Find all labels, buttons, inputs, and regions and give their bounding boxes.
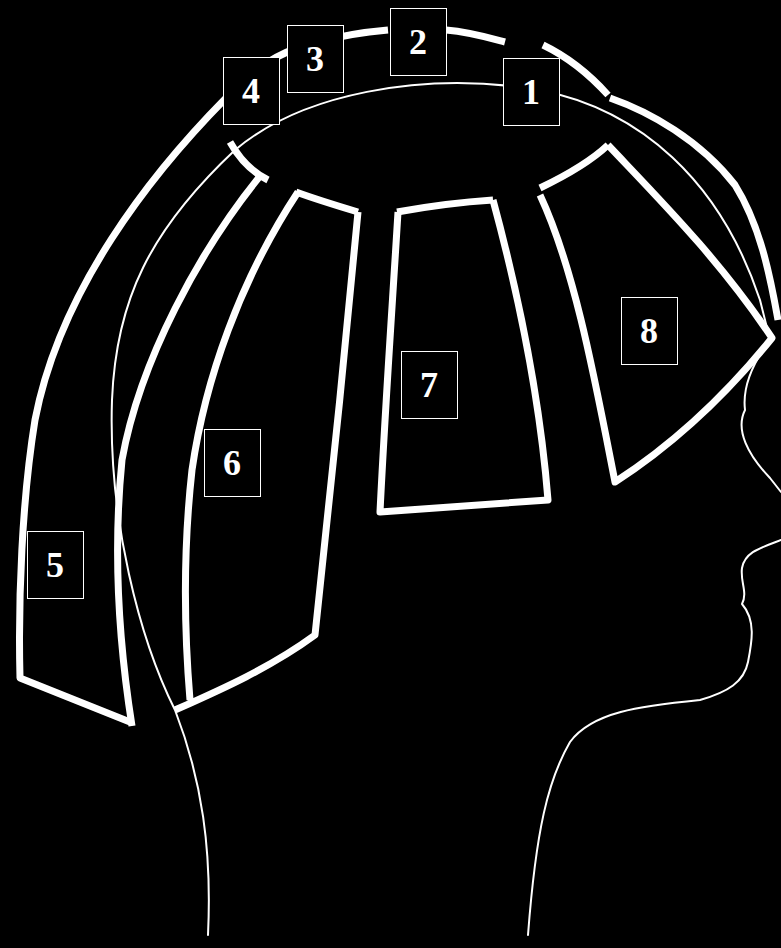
callout-number: 4	[242, 73, 260, 109]
callout-box: 6	[204, 429, 261, 497]
crown-band-inner	[230, 142, 268, 180]
band-8	[540, 145, 772, 482]
callout-number: 3	[306, 41, 324, 77]
callout-box: 4	[223, 57, 280, 125]
band-7	[380, 200, 548, 512]
callout-number: 2	[409, 24, 427, 60]
front-band-outer	[610, 98, 778, 320]
callout-box: 5	[27, 531, 84, 599]
crown-band-inner	[397, 200, 493, 212]
callout-number: 5	[46, 547, 64, 583]
face-outline	[528, 540, 781, 935]
callout-number: 8	[640, 313, 658, 349]
callout-number: 7	[420, 367, 438, 403]
callout-number: 1	[522, 74, 540, 110]
crown-band-inner	[540, 145, 608, 188]
crown-band-outer	[446, 30, 505, 42]
callout-box: 3	[287, 25, 344, 93]
crown-band-inner	[296, 192, 358, 212]
callout-number: 6	[223, 445, 241, 481]
head-outline	[112, 83, 781, 935]
callout-box: 1	[503, 58, 560, 126]
callout-box: 7	[401, 351, 458, 419]
callout-box: 2	[390, 8, 447, 76]
callout-box: 8	[621, 297, 678, 365]
band-6	[175, 192, 358, 710]
